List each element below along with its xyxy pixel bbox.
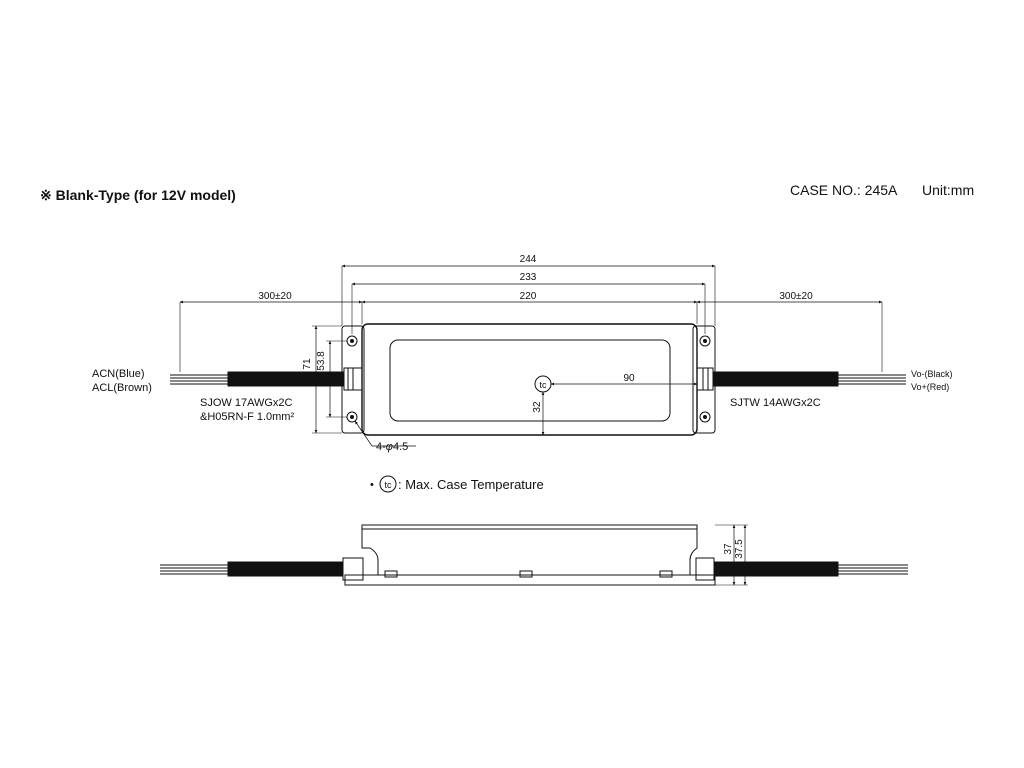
page-title: ※ Blank-Type (for 12V model) — [40, 187, 236, 203]
label-vo-minus: Vo-(Black) — [911, 369, 953, 379]
label-vo-plus: Vo+(Red) — [911, 382, 949, 392]
slot — [384, 570, 398, 578]
side-output-gland — [695, 557, 715, 581]
dim-body-length: 220 — [520, 291, 537, 302]
mounting-hole-icon — [699, 411, 711, 423]
dim-height-body: 37 — [723, 543, 734, 555]
side-input-cable — [227, 561, 344, 577]
legend-text: : Max. Case Temperature — [398, 477, 544, 492]
dim-height-total: 37.5 — [734, 539, 745, 559]
side-input-gland — [342, 557, 364, 581]
label-acn: ACN(Blue) — [92, 368, 145, 380]
label-input-cable: SJOW 17AWGx2C — [200, 397, 293, 409]
output-wires — [838, 374, 906, 385]
tc-symbol: tc — [539, 380, 547, 390]
legend-tc-symbol: tc — [384, 480, 392, 490]
dim-overall-length: 244 — [520, 254, 537, 265]
output-cable — [712, 371, 839, 387]
output-gland — [696, 367, 714, 391]
side-view — [160, 524, 908, 586]
side-output-cable — [713, 561, 839, 577]
mounting-hole-icon — [699, 335, 711, 347]
label-input-cable-2: &H05RN-F 1.0mm² — [200, 411, 294, 423]
case-number: CASE NO.: 245A — [790, 182, 898, 198]
dim-hole-pitch: 53.8 — [316, 351, 327, 371]
mounting-hole-icon — [346, 335, 358, 347]
input-wires — [170, 374, 228, 385]
unit-label: Unit:mm — [922, 182, 975, 198]
mounting-hole-icon — [346, 411, 358, 423]
top-view — [170, 264, 906, 447]
label-area — [389, 339, 671, 422]
dim-width: 71 — [302, 358, 313, 370]
dim-tc-y: 32 — [532, 401, 543, 413]
dim-tc-x: 90 — [623, 373, 635, 384]
slot — [519, 570, 533, 578]
label-holes: 4-φ4.5 — [376, 441, 408, 453]
input-cable — [227, 371, 345, 387]
tc-icon — [379, 475, 397, 493]
legend-bullet: • — [370, 479, 374, 491]
dim-input-lead: 300±20 — [258, 291, 292, 302]
label-output-cable: SJTW 14AWGx2C — [730, 397, 821, 409]
case-body — [361, 323, 698, 436]
side-body — [361, 524, 698, 576]
dim-mounting-pitch: 233 — [520, 272, 537, 283]
dim-output-lead: 300±20 — [779, 291, 813, 302]
side-output-wires — [838, 564, 908, 575]
side-input-wires — [160, 564, 228, 575]
label-acl: ACL(Brown) — [92, 382, 152, 394]
slot — [659, 570, 673, 578]
